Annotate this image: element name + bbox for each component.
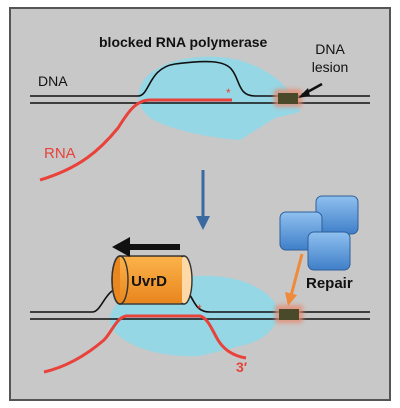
repair-proteins bbox=[279, 195, 359, 271]
three-prime-label: 3′ bbox=[236, 359, 248, 375]
lesion-pointer-arrowhead bbox=[298, 88, 310, 98]
rna-strand-top bbox=[39, 98, 232, 182]
repair-label: Repair bbox=[306, 275, 353, 292]
top-state: * blocked RNA polymerase DNA lesion DNA … bbox=[30, 34, 370, 182]
uvrd-protein: UvrD bbox=[111, 255, 193, 305]
rna-strand-bottom bbox=[43, 314, 247, 374]
rna-polymerase-top bbox=[138, 56, 300, 140]
uvrd-translocation-arrowhead bbox=[112, 237, 130, 257]
dna-lesion-top bbox=[278, 93, 298, 104]
repair-arrow bbox=[289, 253, 304, 297]
rna-3prime-marker-bottom: * bbox=[197, 302, 202, 316]
dna-lesion-bottom bbox=[279, 309, 299, 320]
uvrd-label: UvrD bbox=[131, 273, 167, 290]
rna-3prime-marker-top: * bbox=[226, 86, 231, 100]
dna-lesion-label-line1: DNA bbox=[315, 41, 345, 57]
repair-arrowhead bbox=[285, 292, 297, 306]
dna-lesion-label-line2: lesion bbox=[312, 59, 349, 75]
dna-strand-top-upper bbox=[30, 60, 370, 97]
rna-label: RNA bbox=[44, 145, 76, 162]
blocked-polymerase-label: blocked RNA polymerase bbox=[99, 34, 268, 50]
transition-arrowhead bbox=[196, 216, 210, 230]
dna-label: DNA bbox=[38, 73, 68, 89]
bottom-state: * 3′ UvrD Repair bbox=[30, 195, 370, 375]
